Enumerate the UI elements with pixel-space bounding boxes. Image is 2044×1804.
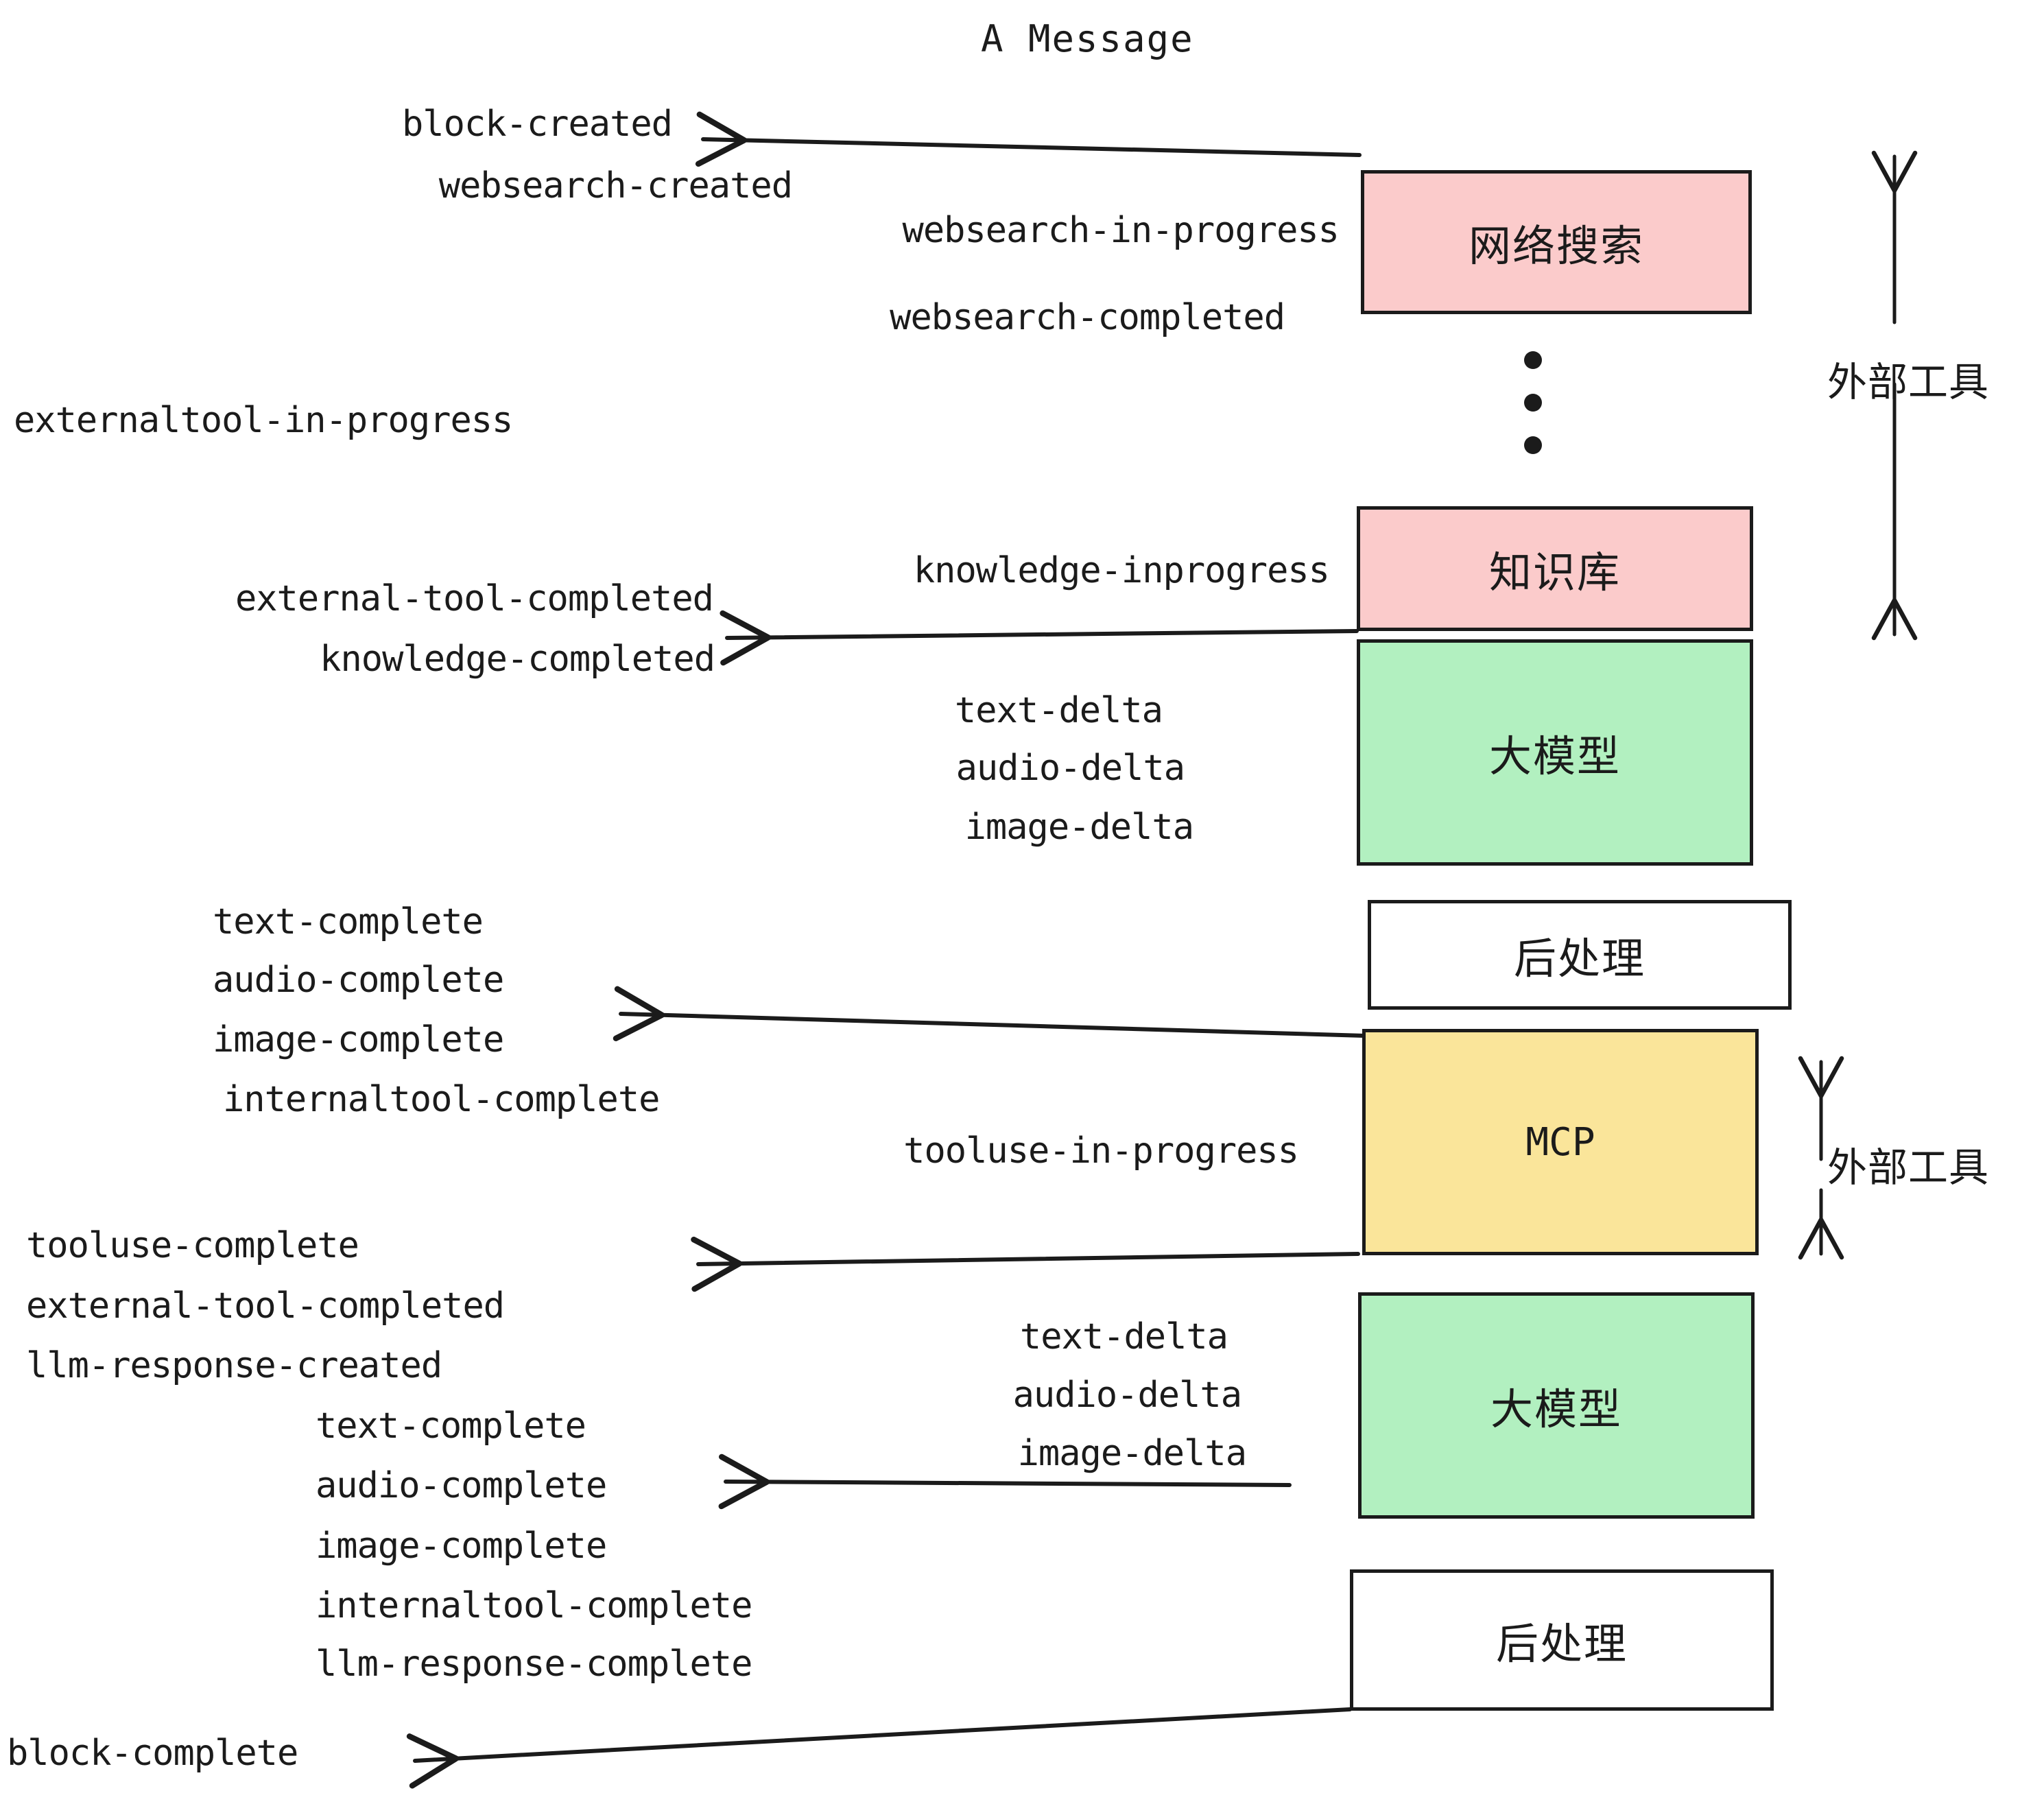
event-label-audio-delta-1: audio-delta — [955, 748, 1185, 789]
side-label-external-tools-top: 外部工具 — [1827, 359, 1990, 405]
module-box-label: 知识库 — [1488, 547, 1621, 597]
event-label-websearch-in-progress: websearch-in-progress — [902, 210, 1340, 251]
module-box-label: 后处理 — [1495, 1619, 1628, 1669]
event-label-knowledge-inprogress: knowledge-inprogress — [913, 550, 1330, 591]
event-label-internaltool-complete-2: internaltool-complete — [316, 1585, 752, 1626]
connector-arrow-image-complete — [613, 986, 1367, 1042]
module-box-knowledge: 知识库 — [1357, 506, 1753, 631]
connector-arrow-block-complete — [406, 1707, 1352, 1789]
event-label-image-delta-2: image-delta — [1017, 1433, 1247, 1474]
event-label-text-complete-1: text-complete — [213, 901, 484, 942]
event-label-llm-response-created: llm-response-created — [26, 1345, 442, 1386]
event-label-externaltool-in-progress: externaltool-in-progress — [14, 400, 513, 441]
vertical-ellipsis-icon — [1524, 351, 1542, 454]
event-label-audio-complete-1: audio-complete — [213, 960, 504, 1001]
event-label-external-tool-completed-1: external-tool-completed — [235, 578, 714, 619]
module-box-label: MCP — [1525, 1119, 1595, 1165]
module-box-llm-1: 大模型 — [1357, 639, 1753, 866]
event-label-text-delta-1: text-delta — [954, 690, 1163, 731]
event-label-text-delta-2: text-delta — [1019, 1316, 1228, 1357]
module-box-label: 网络搜索 — [1468, 221, 1644, 271]
connector-arrow-knowledge-completed — [720, 610, 1359, 666]
event-label-image-complete-2: image-complete — [316, 1526, 607, 1567]
module-box-label: 后处理 — [1513, 934, 1645, 984]
event-label-audio-delta-2: audio-delta — [1012, 1375, 1242, 1416]
ellipsis-dot — [1524, 394, 1542, 412]
module-box-label: 大模型 — [1490, 1384, 1622, 1434]
event-label-audio-complete-2: audio-complete — [316, 1465, 607, 1506]
event-label-block-complete: block-complete — [7, 1733, 298, 1774]
connector-arrow-block-created — [695, 111, 1362, 167]
event-label-tooluse-in-progress: tooluse-in-progress — [903, 1130, 1299, 1172]
module-box-postprocess-2: 后处理 — [1350, 1569, 1774, 1711]
event-label-websearch-completed: websearch-completed — [890, 297, 1285, 338]
event-label-block-created: block-created — [402, 104, 673, 145]
ellipsis-dot — [1524, 351, 1542, 369]
module-box-label: 大模型 — [1488, 731, 1621, 781]
event-label-image-delta-1: image-delta — [964, 807, 1194, 848]
event-label-tooluse-complete: tooluse-complete — [26, 1225, 359, 1266]
event-label-internaltool-complete-1: internaltool-complete — [223, 1079, 660, 1120]
page-title: A Message — [981, 17, 1194, 60]
module-box-mcp: MCP — [1362, 1029, 1759, 1255]
event-label-text-complete-2: text-complete — [316, 1405, 586, 1447]
side-label-external-tools-bottom: 外部工具 — [1827, 1144, 1990, 1191]
event-label-external-tool-completed-2: external-tool-completed — [26, 1285, 505, 1327]
module-box-websearch: 网络搜索 — [1361, 170, 1752, 314]
connector-arrow-tooluse-complete — [691, 1236, 1360, 1292]
event-label-llm-response-complete: llm-response-complete — [316, 1643, 752, 1685]
event-label-image-complete-1: image-complete — [213, 1019, 504, 1060]
connector-arrow-audio-complete — [718, 1453, 1292, 1510]
ellipsis-dot — [1524, 436, 1542, 454]
event-label-websearch-created: websearch-created — [438, 165, 793, 206]
event-label-knowledge-completed: knowledge-completed — [320, 639, 715, 680]
module-box-postprocess-1: 后处理 — [1368, 900, 1792, 1010]
module-box-llm-2: 大模型 — [1358, 1292, 1755, 1519]
